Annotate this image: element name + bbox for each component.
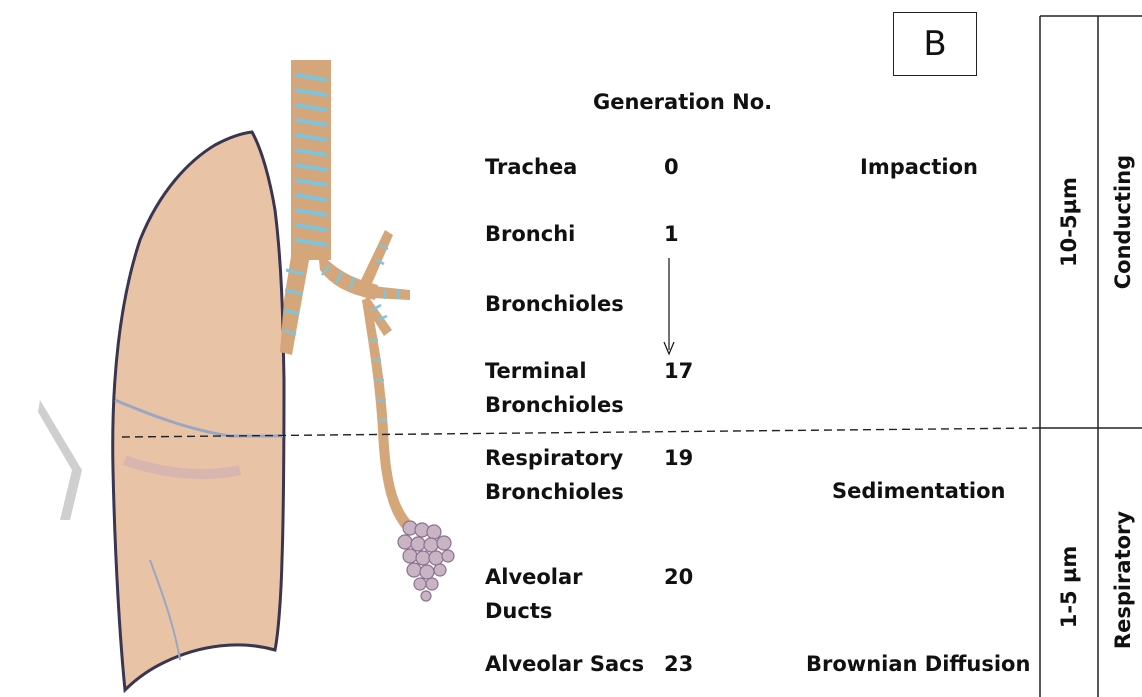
mechanism-impaction: Impaction [860,150,978,184]
airway-name-trachea: Trachea [485,150,577,184]
alveolar-cluster [398,521,454,601]
generation-number-23: 23 [664,647,693,681]
size-range-conducting: 10-5µm [1057,177,1081,267]
size-range-respiratory: 1-5 µm [1057,546,1081,629]
decorative-grey-stroke [38,400,82,520]
generation-number-0: 0 [664,150,679,184]
zone-conducting: Conducting [1111,155,1135,289]
generation-number-20: 20 [664,560,693,594]
generation-header: Generation No. [593,85,772,119]
left-bronchus [280,250,310,355]
panel-label-box: B [893,12,977,76]
bronchial-branch-right [372,286,410,300]
mechanism-brownian-diffusion: Brownian Diffusion [806,647,1030,681]
mechanism-sedimentation: Sedimentation [832,474,1006,508]
airway-name-bronchi: Bronchi [485,217,575,251]
generation-number-17: 17 [664,354,693,388]
airway-name-alveolar-sacs: Alveolar Sacs [485,647,644,681]
generation-number-19: 19 [664,441,693,475]
zone-respiratory: Respiratory [1111,511,1135,649]
airway-name-bronchioles: Bronchioles [485,287,624,321]
generation-number-1: 1 [664,217,679,251]
panel-label: B [923,24,946,64]
